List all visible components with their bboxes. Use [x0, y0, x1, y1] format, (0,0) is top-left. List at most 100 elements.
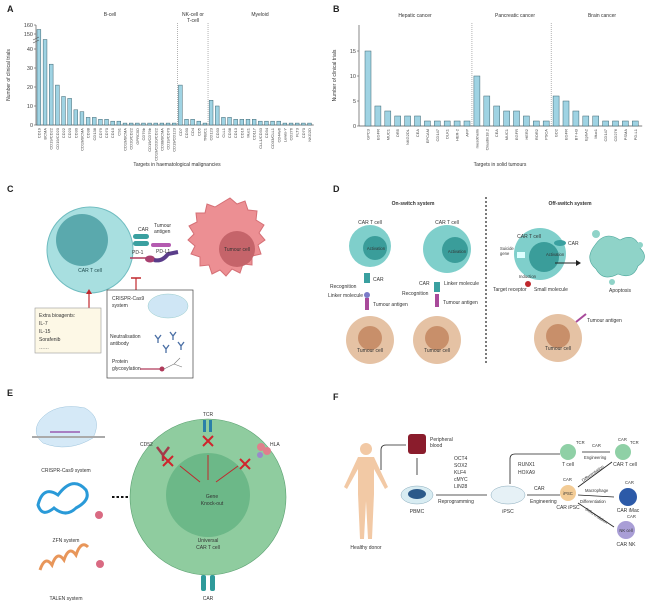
bar	[364, 50, 372, 127]
x-tick-label: CD117	[252, 127, 257, 140]
engineering-label: Engineering	[584, 455, 607, 460]
x-tick-label: PSMA	[623, 129, 628, 141]
bar	[282, 122, 288, 126]
x-tick-label: CD147	[435, 128, 440, 141]
bar	[443, 120, 451, 127]
tumour-cell-label: Tumour cell	[357, 348, 383, 354]
x-axis-title: Targets in solid tumours	[474, 162, 527, 168]
bar	[172, 122, 177, 126]
x-tick-label: HER2	[524, 128, 529, 139]
universal-car-t-label: Universal	[198, 538, 219, 544]
car-icon	[554, 240, 566, 246]
off-switch-title: Off-switch system	[548, 201, 592, 207]
y-tick-label: 15	[350, 49, 356, 55]
hla-label: HLA	[270, 442, 280, 448]
car-receptor-icon	[133, 241, 149, 246]
bar	[147, 122, 152, 126]
car-icon	[434, 282, 440, 292]
runx1-label: RUNX1	[518, 462, 535, 468]
x-tick-label: Claudin18.2	[484, 128, 489, 150]
crispr-label: CRISPR-Cas9	[112, 296, 144, 302]
x-tick-label: NKG2D	[307, 128, 312, 142]
car-label: CAR	[534, 486, 545, 492]
bar	[503, 110, 510, 127]
bar	[552, 95, 560, 127]
tumour-antigen-label: Tumour antigen	[587, 318, 622, 324]
tumour-antigen-label: antigen	[154, 229, 171, 235]
tumour-antigen-label: Tumour antigen	[373, 302, 408, 308]
bar	[178, 84, 183, 126]
tcr-icon	[203, 420, 206, 432]
x-tick-label: CD19/CD22	[49, 127, 54, 149]
bar	[239, 119, 244, 126]
neutralisation-label: Neutralisation	[110, 334, 141, 340]
x-tick-label: CD34	[264, 127, 269, 138]
healthy-donor-figure	[344, 443, 388, 539]
macrophage-label: Macrophage	[585, 488, 609, 493]
zfn-label: ZFN system	[53, 538, 80, 544]
factor-label: OCT4	[454, 456, 468, 462]
x-tick-label: CD7	[178, 127, 183, 136]
x-tick-label: TRBC1	[202, 127, 207, 141]
panel-label-c: C	[7, 184, 14, 194]
panel-e: CRISPR-Cas9 system ZFN system TALEN syst…	[32, 406, 287, 602]
x-tick-label: CD79	[98, 127, 103, 138]
bar	[288, 122, 294, 126]
ipsc-dish-icon	[490, 485, 526, 505]
induction-label: Induction	[519, 274, 537, 279]
y-tick-label: 10	[350, 74, 356, 80]
bar	[602, 120, 609, 127]
car-t-label: CAR T cell	[78, 268, 102, 274]
protein-glycosylation-icon	[159, 366, 165, 372]
x-tick-label: CD276	[289, 127, 294, 140]
bar	[582, 115, 590, 127]
x-tick-label: EPCAM	[425, 129, 430, 143]
car-icon	[201, 575, 206, 591]
bioagents-box	[34, 307, 102, 354]
target-receptor-label: Target receptor	[493, 287, 527, 293]
x-tick-label: Muc1	[246, 127, 251, 138]
crispr-label: system	[112, 303, 128, 309]
bar	[153, 122, 158, 126]
x-tick-label: CEA	[415, 129, 420, 138]
car-label: CAR	[625, 480, 634, 485]
bar	[233, 119, 238, 126]
tcr-label: TCR	[203, 412, 214, 418]
x-tick-label: PSCA	[544, 129, 549, 140]
bar	[98, 119, 103, 126]
crispr-cas9-icon	[147, 293, 189, 319]
bar	[92, 117, 97, 126]
bar	[453, 120, 461, 127]
x-tick-label: CD44v6	[276, 127, 281, 142]
y-tick-label: 160	[24, 23, 33, 29]
pd1-icon	[145, 255, 155, 263]
bar	[159, 122, 165, 126]
bar	[463, 120, 471, 127]
car-ipsc-label: CAR iPSC	[556, 505, 580, 511]
y-tick-label: 10	[27, 104, 33, 110]
group-title: B-cell	[104, 12, 117, 18]
panel-label-b: B	[333, 4, 340, 14]
y-tick-label: 150	[24, 32, 33, 38]
x-tick-label: Lewis-Y	[282, 128, 287, 143]
car-t-cell-icon	[615, 444, 631, 460]
small-molecule-icon	[525, 281, 531, 287]
x-tick-label: CD147	[603, 128, 608, 141]
y-tick-label: 20	[27, 85, 33, 91]
bar	[414, 115, 421, 127]
bar	[73, 109, 78, 126]
x-tick-label: NKG2DL	[405, 128, 410, 145]
y-tick-label: 5	[353, 99, 356, 105]
x-tick-label: CD20/CD22	[129, 127, 134, 149]
linker-molecule-icon	[364, 292, 370, 298]
tcr-label: TCR	[576, 440, 585, 445]
x-tick-label: DLK1	[445, 128, 450, 139]
x-tick-label: CD13	[233, 127, 238, 138]
bar	[208, 100, 214, 126]
apoptosis-label: Apoptosis	[609, 288, 631, 294]
pdl1-icon	[153, 250, 179, 263]
x-tick-label: CS1	[116, 127, 121, 136]
